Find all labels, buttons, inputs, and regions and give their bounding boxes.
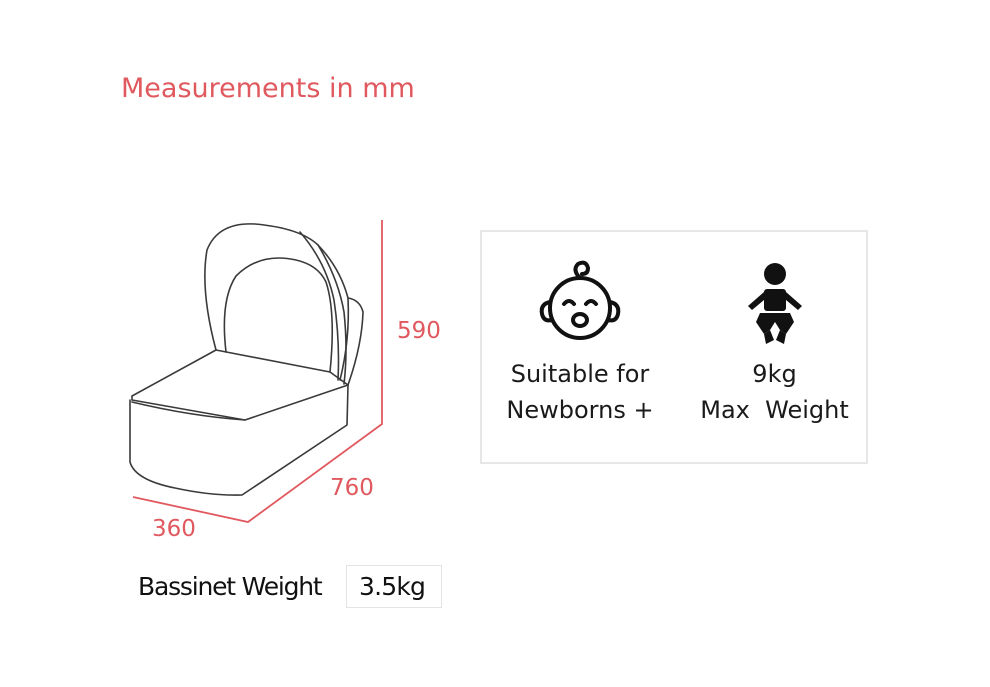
feature-newborns-line1: Suitable for bbox=[510, 360, 650, 388]
feature-max-weight: 9kg Max Weight bbox=[687, 260, 862, 428]
measurements-heading: Measurements in mm bbox=[121, 73, 415, 104]
dimension-lines bbox=[132, 220, 383, 523]
bassinet-illustration bbox=[129, 223, 364, 496]
baby-face-icon bbox=[539, 260, 621, 340]
feature-max-weight-line2: Max Weight bbox=[700, 396, 849, 424]
baby-figure-icon bbox=[747, 263, 802, 344]
bassinet-weight-label: Bassinet Weight bbox=[138, 572, 323, 601]
feature-newborns-line2: Newborns + bbox=[506, 396, 654, 424]
feature-max-weight-line1: 9kg bbox=[752, 360, 797, 388]
height-dimension-label: 590 bbox=[397, 318, 441, 344]
width-dimension-label: 360 bbox=[152, 516, 196, 542]
features-box: Suitable for Newborns + 9kg Max Weight bbox=[480, 230, 868, 464]
bassinet-weight-value: 3.5kg bbox=[346, 565, 442, 608]
depth-dimension-label: 760 bbox=[330, 475, 374, 501]
feature-newborns: Suitable for Newborns + bbox=[500, 260, 660, 428]
